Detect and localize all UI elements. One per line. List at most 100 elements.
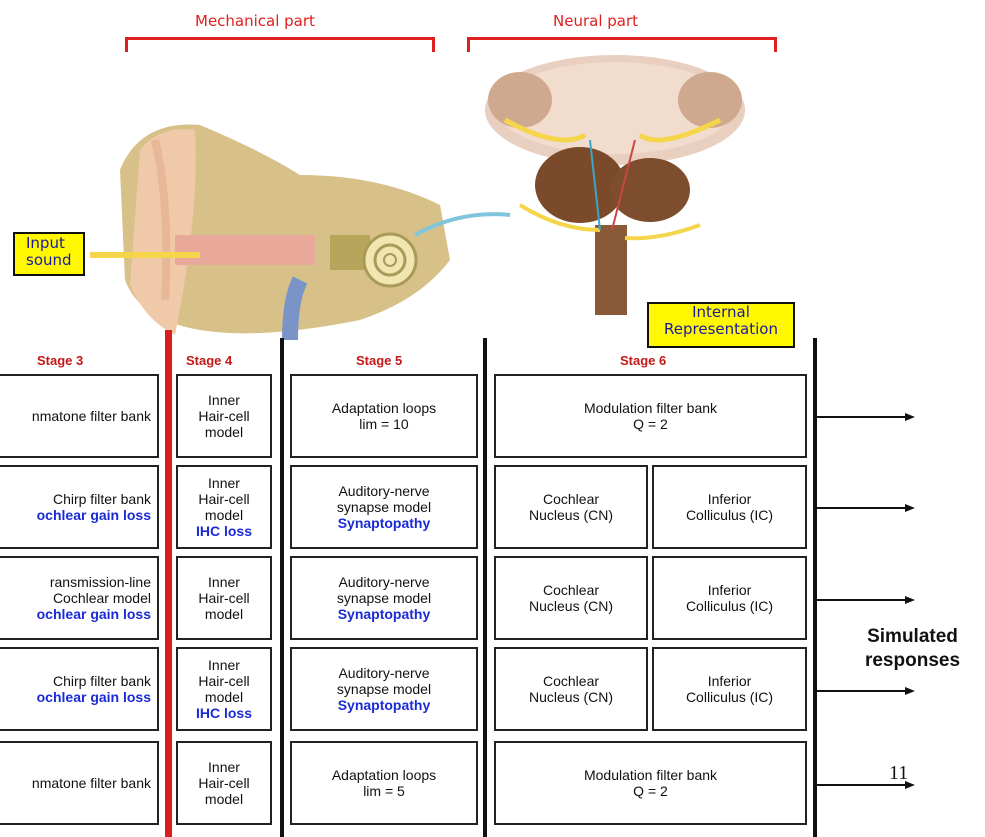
row5-stage4-line1: Inner [208, 759, 240, 775]
row4-stage4-loss: IHC loss [196, 705, 252, 721]
row3-stage5-loss: Synaptopathy [338, 606, 431, 622]
row5-stage6-line2: Q = 2 [633, 783, 668, 799]
row1-stage6-box: Modulation filter bank Q = 2 [494, 374, 807, 458]
stage4-header: Stage 4 [186, 353, 232, 368]
row5-stage4-line2: Hair-cell [198, 775, 249, 791]
stage-separator-output [813, 338, 817, 837]
row5-stage5-line1: Adaptation loops [332, 767, 436, 783]
row4-cn-box: Cochlear Nucleus (CN) [494, 647, 648, 731]
row1-stage4-line3: model [205, 424, 243, 440]
row3-stage4-box: Inner Hair-cell model [176, 556, 272, 640]
simulated-line2: responses [840, 649, 985, 673]
row1-stage6-line2: Q = 2 [633, 416, 668, 432]
input-label-line1: Input [26, 235, 83, 252]
row3-stage5-line2: synapse model [337, 590, 431, 606]
row4-stage5-loss: Synaptopathy [338, 697, 431, 713]
row2-cn-line2: Nucleus (CN) [529, 507, 613, 523]
row3-arrow-head-icon [905, 596, 915, 604]
page-number: 11 [889, 762, 908, 785]
row5-stage6-line1: Modulation filter bank [584, 767, 717, 783]
stage-separator-5-6 [483, 338, 487, 837]
row3-stage3-box: ransmission-line Cochlear model ochlear … [0, 556, 159, 640]
row3-cn-box: Cochlear Nucleus (CN) [494, 556, 648, 640]
row1-stage5-line1: Adaptation loops [332, 400, 436, 416]
row4-stage5-line1: Auditory-nerve [338, 665, 429, 681]
row2-stage3-line1: Chirp filter bank [53, 491, 151, 507]
row1-stage3-text: nmatone filter bank [32, 408, 151, 424]
row2-stage4-line2: Hair-cell [198, 491, 249, 507]
row1-stage4-line2: Hair-cell [198, 408, 249, 424]
row2-stage3-loss: ochlear gain loss [37, 507, 151, 523]
row2-stage5-box: Auditory-nerve synapse model Synaptopath… [290, 465, 478, 549]
row1-stage5-box: Adaptation loops lim = 10 [290, 374, 478, 458]
row4-stage3-box: Chirp filter bank ochlear gain loss [0, 647, 159, 731]
row1-stage4-line1: Inner [208, 392, 240, 408]
row3-stage5-line1: Auditory-nerve [338, 574, 429, 590]
simulated-responses-label: Simulated responses [840, 625, 985, 673]
row4-stage4-line1: Inner [208, 657, 240, 673]
row3-stage4-line3: model [205, 606, 243, 622]
row2-ic-line1: Inferior [708, 491, 752, 507]
row4-ic-line1: Inferior [708, 673, 752, 689]
stage5-header: Stage 5 [356, 353, 402, 368]
row1-stage3-box: nmatone filter bank [0, 374, 159, 458]
simulated-line1: Simulated [840, 625, 985, 649]
stage3-header: Stage 3 [37, 353, 83, 368]
row2-cn-box: Cochlear Nucleus (CN) [494, 465, 648, 549]
row3-stage4-line1: Inner [208, 574, 240, 590]
row1-stage4-box: Inner Hair-cell model [176, 374, 272, 458]
row1-stage5-line2: lim = 10 [359, 416, 408, 432]
row2-stage4-box: Inner Hair-cell model IHC loss [176, 465, 272, 549]
row4-arrow-head-icon [905, 687, 915, 695]
row3-ic-line1: Inferior [708, 582, 752, 598]
row4-ic-box: Inferior Colliculus (IC) [652, 647, 807, 731]
row3-stage4-line2: Hair-cell [198, 590, 249, 606]
row2-stage4-line1: Inner [208, 475, 240, 491]
stage-separator-4-5 [280, 338, 284, 837]
stage6-header: Stage 6 [620, 353, 666, 368]
row4-stage3-line1: Chirp filter bank [53, 673, 151, 689]
row3-cn-line1: Cochlear [543, 582, 599, 598]
row5-stage5-line2: lim = 5 [363, 783, 405, 799]
row2-stage5-loss: Synaptopathy [338, 515, 431, 531]
row2-stage4-line3: model [205, 507, 243, 523]
row5-stage4-line3: model [205, 791, 243, 807]
row2-stage4-loss: IHC loss [196, 523, 252, 539]
row3-stage3-loss: ochlear gain loss [37, 606, 151, 622]
row2-arrow-head-icon [905, 504, 915, 512]
row2-ic-line2: Colliculus (IC) [686, 507, 773, 523]
internal-representation-label: Internal Representation [647, 302, 795, 348]
row2-cn-line1: Cochlear [543, 491, 599, 507]
row4-cn-line2: Nucleus (CN) [529, 689, 613, 705]
row3-ic-box: Inferior Colliculus (IC) [652, 556, 807, 640]
row1-output-arrow [815, 416, 907, 418]
internal-label-line1: Internal [649, 304, 793, 321]
row1-arrow-head-icon [905, 413, 915, 421]
input-label-line2: sound [26, 252, 83, 269]
row4-output-arrow [815, 690, 907, 692]
row2-stage3-box: Chirp filter bank ochlear gain loss [0, 465, 159, 549]
row2-stage5-line1: Auditory-nerve [338, 483, 429, 499]
row3-output-arrow [815, 599, 907, 601]
row1-stage6-line1: Modulation filter bank [584, 400, 717, 416]
row4-stage4-line3: model [205, 689, 243, 705]
row4-stage4-box: Inner Hair-cell model IHC loss [176, 647, 272, 731]
row4-stage5-box: Auditory-nerve synapse model Synaptopath… [290, 647, 478, 731]
row4-ic-line2: Colliculus (IC) [686, 689, 773, 705]
row3-stage3-line1: ransmission-line [50, 574, 151, 590]
ear-brain-illustration [0, 0, 985, 360]
row5-stage3-text: nmatone filter bank [32, 775, 151, 791]
stage-separator-red [165, 330, 172, 837]
brain-illustration [485, 55, 745, 315]
row4-stage3-loss: ochlear gain loss [37, 689, 151, 705]
row2-output-arrow [815, 507, 907, 509]
row5-stage5-box: Adaptation loops lim = 5 [290, 741, 478, 825]
row5-stage6-box: Modulation filter bank Q = 2 [494, 741, 807, 825]
row5-stage3-box: nmatone filter bank [0, 741, 159, 825]
row4-stage4-line2: Hair-cell [198, 673, 249, 689]
row5-stage4-box: Inner Hair-cell model [176, 741, 272, 825]
row3-stage3-line2: Cochlear model [53, 590, 151, 606]
row4-cn-line1: Cochlear [543, 673, 599, 689]
row3-ic-line2: Colliculus (IC) [686, 598, 773, 614]
row2-ic-box: Inferior Colliculus (IC) [652, 465, 807, 549]
